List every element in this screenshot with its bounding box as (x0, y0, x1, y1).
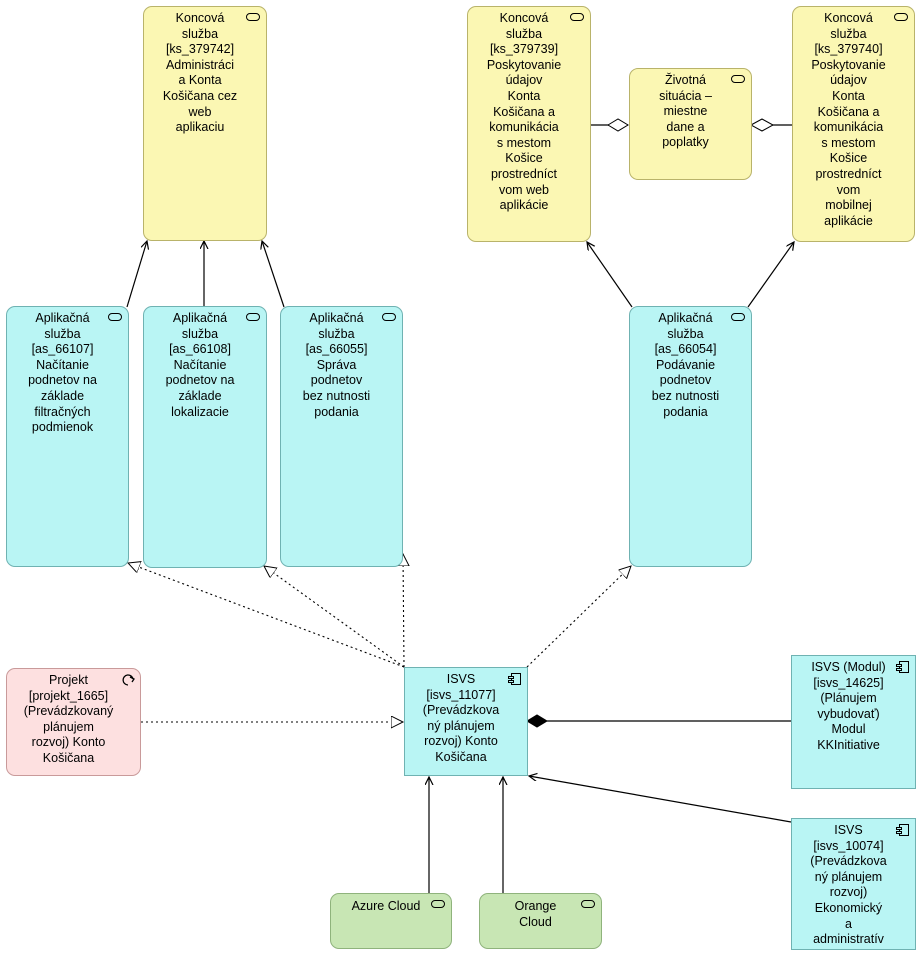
service-icon (731, 313, 745, 321)
component-icon (896, 824, 909, 836)
node-label: ISVS (Modul) [isvs_14625] (Plánujem vybu… (811, 660, 886, 752)
edge-isvs11077-as66054 (526, 566, 631, 668)
application-component-isvs-10074[interactable]: ISVS [isvs_10074] (Prevádzkova ný plánuj… (791, 818, 916, 950)
service-icon (382, 313, 396, 321)
edge-as66054-ks379739 (587, 242, 633, 308)
node-label: Aplikačná služba [as_66108] Načítanie po… (165, 311, 235, 419)
service-icon (431, 900, 445, 908)
edge-isvs10074-isvs11077 (529, 776, 792, 823)
composition-diamond (526, 714, 548, 728)
node-label: Aplikačná služba [as_66054] Podávanie po… (651, 311, 720, 419)
project-node-projekt-1665[interactable]: Projekt [projekt_1665] (Prevádzkovaný pl… (6, 668, 141, 776)
edge-isvs11077-as66108 (264, 566, 405, 668)
aggregation-diamond-left (607, 118, 629, 132)
node-label: Koncová služba [ks_379742] Administráci … (162, 11, 238, 135)
technology-service-orange-cloud[interactable]: Orange Cloud (479, 893, 602, 949)
edge-isvs11077-as66055 (403, 554, 404, 668)
service-icon (108, 313, 122, 321)
node-label: ISVS [isvs_11077] (Prevádzkova ný plánuj… (422, 672, 500, 764)
service-icon (731, 75, 745, 83)
application-service-as-66055[interactable]: Aplikačná služba [as_66055] Správa podne… (280, 306, 403, 567)
node-label: Azure Cloud (351, 899, 421, 913)
application-service-as-66107[interactable]: Aplikačná služba [as_66107] Načítanie po… (6, 306, 129, 567)
node-label: Aplikačná služba [as_66055] Správa podne… (302, 311, 371, 419)
application-component-isvs-14625[interactable]: ISVS (Modul) [isvs_14625] (Plánujem vybu… (791, 655, 916, 789)
service-icon (246, 313, 260, 321)
node-label: ISVS [isvs_10074] (Prevádzkova ný plánuj… (810, 823, 887, 947)
node-label: Koncová služba [ks_379740] Poskytovanie … (811, 11, 886, 228)
node-label: Životná situácia – miestne dane a poplat… (659, 73, 712, 150)
service-icon (570, 13, 584, 21)
business-service-ks-379739[interactable]: Koncová služba [ks_379739] Poskytovanie … (467, 6, 591, 242)
edge-as66107-ks379742 (126, 241, 147, 308)
node-label: Projekt [projekt_1665] (Prevádzkovaný pl… (23, 673, 114, 765)
service-icon (581, 900, 595, 908)
service-icon (894, 13, 908, 21)
business-service-ks-379742[interactable]: Koncová služba [ks_379742] Administráci … (143, 6, 267, 241)
technology-service-azure-cloud[interactable]: Azure Cloud (330, 893, 452, 949)
component-icon (896, 661, 909, 673)
component-icon (508, 673, 521, 685)
life-situation-node[interactable]: Životná situácia – miestne dane a poplat… (629, 68, 752, 180)
application-service-as-66054[interactable]: Aplikačná služba [as_66054] Podávanie po… (629, 306, 752, 567)
service-icon (246, 13, 260, 21)
node-label: Aplikačná služba [as_66107] Načítanie po… (28, 311, 97, 435)
edge-as66054-ks379740 (747, 242, 794, 308)
node-label: Koncová služba [ks_379739] Poskytovanie … (486, 11, 562, 213)
aggregation-diamond-right (749, 118, 775, 132)
node-label: Orange Cloud (514, 899, 557, 929)
edge-as66055-ks379742 (262, 241, 285, 308)
process-icon (122, 674, 135, 686)
application-component-isvs-11077[interactable]: ISVS [isvs_11077] (Prevádzkova ný plánuj… (404, 667, 528, 776)
edge-isvs11077-as66107 (128, 563, 405, 668)
business-service-ks-379740[interactable]: Koncová služba [ks_379740] Poskytovanie … (792, 6, 915, 242)
application-service-as-66108[interactable]: Aplikačná služba [as_66108] Načítanie po… (143, 306, 267, 568)
